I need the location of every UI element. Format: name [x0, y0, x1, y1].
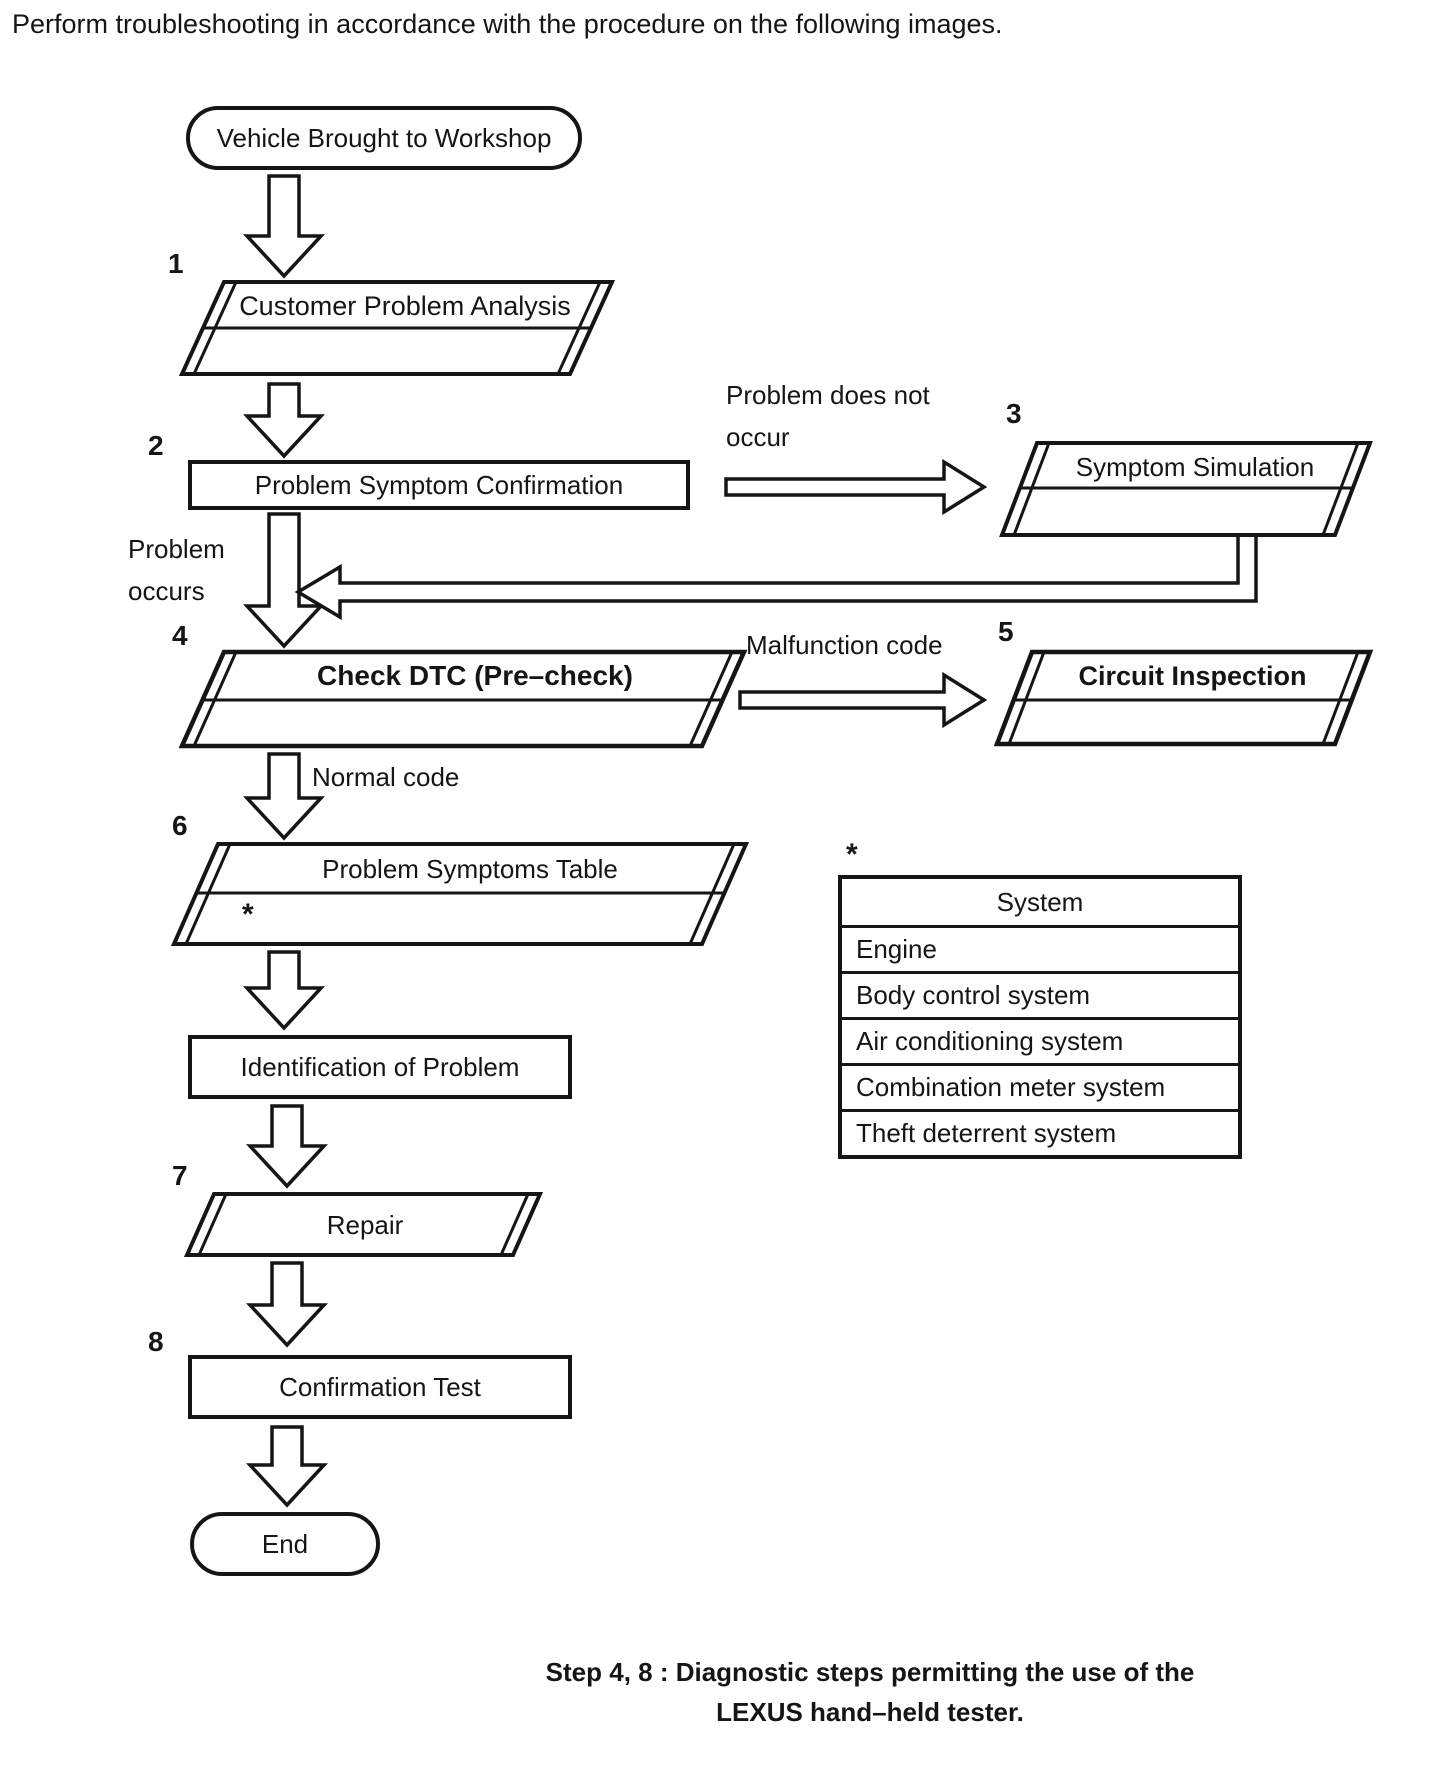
step3-label: Symptom Simulation — [1075, 451, 1315, 482]
identification-label: Identification of Problem — [240, 1051, 520, 1082]
step7-number: 7 — [172, 1160, 188, 1191]
step4-label: Check DTC (Pre–check) — [317, 660, 633, 691]
end-node: End — [190, 1512, 380, 1576]
step3-number: 3 — [1006, 398, 1022, 429]
edge-label-problem-does-not-occur-line2: occur — [726, 422, 790, 452]
step1-label: Customer Problem Analysis — [239, 290, 571, 321]
arrow-down-step1-to-step2 — [242, 382, 326, 459]
step1-parallelogram — [178, 280, 616, 376]
step6-footnote-marker: * — [242, 898, 254, 931]
step6-parallelogram — [170, 842, 750, 946]
edge-label-malfunction-code: Malfunction code — [746, 630, 943, 660]
step3-parallelogram — [999, 441, 1373, 537]
step5-label: Circuit Inspection — [1078, 660, 1307, 691]
step2-label: Problem Symptom Confirmation — [254, 469, 624, 500]
step2-number: 2 — [148, 430, 164, 461]
step6-number: 6 — [172, 810, 188, 841]
end-node-label: End — [261, 1528, 309, 1559]
system-table-row-combination-meter: Combination meter system — [842, 1063, 1238, 1109]
step4-number: 4 — [172, 620, 188, 651]
edge-label-problem-occurs-line1: Problem — [128, 534, 225, 564]
arrow-right-to-circuit-inspection — [738, 671, 988, 729]
start-node-label: Vehicle Brought to Workshop — [216, 122, 552, 153]
arrow-down-step6-to-identification — [242, 950, 326, 1031]
step7-parallelogram — [183, 1192, 544, 1257]
arrow-down-step8-to-end — [245, 1425, 329, 1508]
step7-label: Repair — [326, 1209, 404, 1240]
arrow-down-step2-to-step4 — [242, 512, 326, 649]
return-connector-symptom-simulation — [294, 533, 1258, 621]
step1-number: 1 — [168, 248, 184, 279]
figure-caption-line2: LEXUS hand–held tester. — [716, 1697, 1024, 1727]
system-table-row-air-conditioning: Air conditioning system — [842, 1017, 1238, 1063]
start-node: Vehicle Brought to Workshop — [186, 106, 582, 170]
step5-parallelogram — [993, 649, 1374, 747]
step2-rectangle: Problem Symptom Confirmation — [188, 460, 690, 510]
edge-label-normal-code: Normal code — [312, 762, 460, 792]
arrow-right-to-symptom-simulation — [724, 458, 988, 516]
step8-number: 8 — [148, 1326, 164, 1357]
step8-rectangle: Confirmation Test — [188, 1355, 572, 1419]
arrow-down-step7-to-step8 — [245, 1261, 329, 1348]
system-table-footnote-marker: * — [846, 838, 858, 871]
edge-label-problem-occurs-line2: occurs — [128, 576, 205, 606]
page-title: Perform troubleshooting in accordance wi… — [12, 9, 1003, 39]
system-table-row-theft-deterrent: Theft deterrent system — [842, 1109, 1238, 1155]
system-table-header: System — [996, 886, 1084, 917]
figure-caption: Step 4, 8 : Diagnostic steps permitting … — [480, 1652, 1260, 1732]
identification-rectangle: Identification of Problem — [188, 1035, 572, 1099]
arrow-down-start-to-step1 — [242, 174, 326, 279]
system-table-row-engine: Engine — [842, 925, 1238, 971]
step8-label: Confirmation Test — [279, 1371, 481, 1402]
arrow-down-identification-to-step7 — [245, 1104, 329, 1189]
step4-parallelogram — [178, 649, 748, 749]
edge-label-problem-does-not-occur-line1: Problem does not — [726, 380, 930, 410]
system-table-row-body-control: Body control system — [842, 971, 1238, 1017]
step6-label: Problem Symptoms Table — [322, 853, 618, 884]
arrow-down-step4-to-step6 — [242, 752, 326, 841]
figure-caption-line1: Step 4, 8 : Diagnostic steps permitting … — [545, 1657, 1195, 1687]
step5-number: 5 — [998, 616, 1014, 647]
system-table: System Engine Body control system Air co… — [838, 875, 1242, 1159]
